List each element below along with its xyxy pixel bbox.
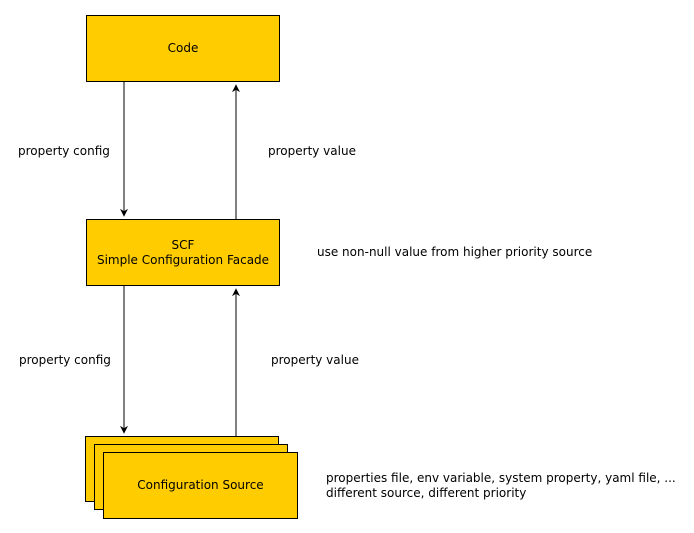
configuration-source-node: Configuration Source [103, 452, 298, 519]
configuration-source-label: Configuration Source [137, 478, 264, 492]
scf-note: use non-null value from higher priority … [317, 245, 593, 259]
edge-label-source-to-scf: property value [271, 353, 359, 367]
code-node-label: Code [167, 41, 199, 55]
edge-label-code-to-scf: property config [18, 144, 110, 158]
scf-node-subtitle: Simple Configuration Facade [96, 252, 270, 267]
source-note-line2: different source, different priority [326, 486, 527, 500]
edge-label-scf-to-code: property value [268, 144, 356, 158]
scf-node-title: SCF [171, 237, 195, 252]
edge-label-scf-to-source: property config [19, 353, 111, 367]
scf-node: SCF Simple Configuration Facade [86, 219, 280, 286]
code-node: Code [86, 15, 280, 82]
source-note-line1: properties file, env variable, system pr… [326, 471, 676, 485]
